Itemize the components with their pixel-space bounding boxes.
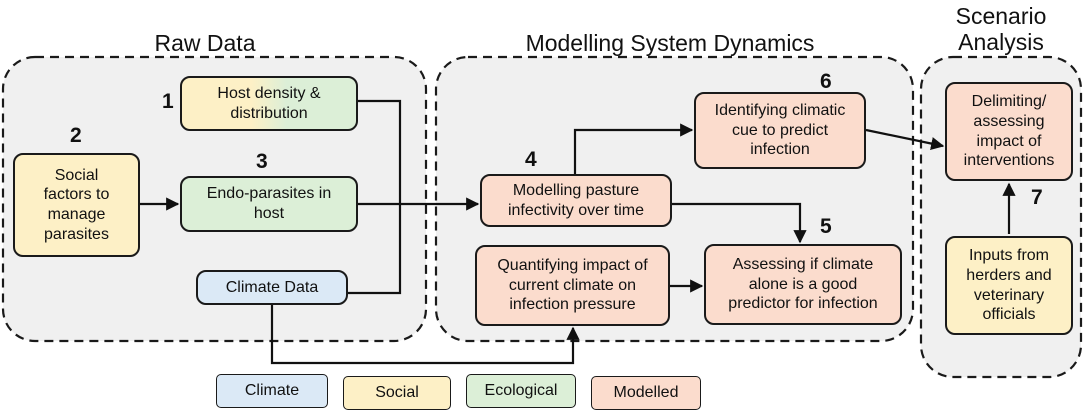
inputs-herders-node: Inputs from herders and veterinary offic…	[945, 236, 1073, 335]
legend-climate: Climate	[216, 374, 328, 408]
modelling-title: Modelling System Dynamics	[525, 30, 815, 56]
legend-social: Social	[343, 376, 451, 410]
step-number-2: 2	[70, 124, 82, 147]
connector-pasture-to-assess	[672, 202, 807, 244]
quantifying-impact-node: Quantifying impact of current climate on…	[475, 245, 670, 326]
step-number-4: 4	[525, 148, 537, 171]
step-number-1: 1	[162, 90, 174, 113]
raw-data-title: Raw Data	[154, 30, 256, 56]
connector-climate-to-quantify	[270, 305, 580, 365]
delimiting-node: Delimiting/ assessing impact of interven…	[945, 82, 1073, 181]
climate-data-node: Climate Data	[196, 270, 348, 305]
endo-parasites-node: Endo-parasites in host	[180, 176, 358, 232]
step-number-6: 6	[820, 70, 832, 93]
assessing-climate-node: Assessing if climate alone is a good pre…	[704, 244, 902, 325]
scenario-title: Scenario Analysis	[955, 3, 1047, 55]
step-number-3: 3	[256, 150, 268, 173]
legend-modelled: Modelled	[591, 376, 701, 410]
identifying-cue-node: Identifying climatic cue to predict infe…	[694, 92, 866, 169]
connector-pasture-to-identify	[573, 123, 694, 174]
connector-identify-to-delimit	[865, 128, 945, 151]
social-factors-node: Social factors to manage parasites	[13, 153, 140, 257]
modelling-pasture-node: Modelling pasture infectivity over time	[480, 174, 672, 227]
step-number-5: 5	[820, 215, 832, 238]
step-number-7: 7	[1031, 186, 1043, 209]
connector-host-to-merge	[348, 99, 402, 295]
host-density-node: Host density & distribution	[180, 76, 358, 131]
legend-ecological: Ecological	[466, 374, 576, 408]
